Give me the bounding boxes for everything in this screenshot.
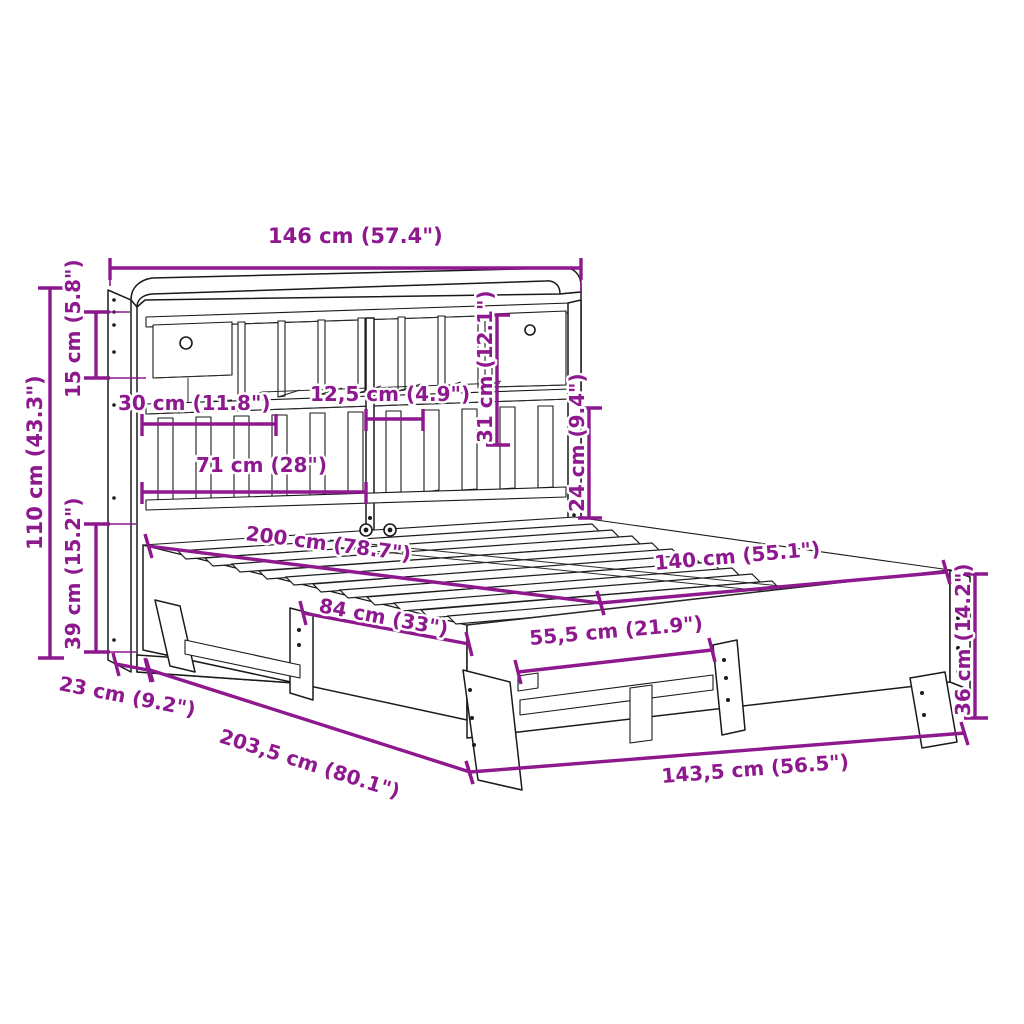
- dim-label-top-shelf-height: 15 cm (5.8"): [61, 259, 85, 398]
- lower-shelf-board: [145, 486, 567, 511]
- bed-right-end-face: [949, 569, 971, 691]
- dimension-lower-compartment-width: 71 cm (28") 71 cm (28"): [140, 451, 368, 504]
- shelf-depth-line: [237, 382, 501, 400]
- lower-divider: [499, 406, 516, 490]
- drawer-knob-icon[interactable]: [179, 336, 193, 350]
- dim-label-bg: 146 cm (57.4"): [268, 224, 443, 248]
- cubby-divider: [317, 319, 326, 396]
- cubby-divider: [397, 316, 406, 392]
- dimension-top-shelf-height: 15 cm (5.8") 15 cm (5.8"): [59, 257, 146, 401]
- headboard-left-side-panel: [107, 289, 132, 673]
- screw-dot: [112, 298, 116, 302]
- bolt-center: [363, 527, 369, 533]
- dimension-headboard-bottom-height: 39 cm (15.2") 39 cm (15.2"): [59, 495, 136, 654]
- drawer-front[interactable]: [152, 321, 233, 379]
- dimension-left-compartment-width: 30 cm (11.8") 30 cm (11.8"): [116, 389, 278, 436]
- dim-label-upper-shelf-depth: 31 cm (12.1"): [473, 291, 497, 444]
- screw-dot: [297, 628, 301, 632]
- cross-brace-post: [629, 684, 653, 744]
- dimension-upper-shelf-depth: 31 cm (12.1") 31 cm (12.1"): [471, 288, 510, 447]
- svg-text:31 cm (12.1"): 31 cm (12.1"): [473, 291, 497, 444]
- dimension-total-height: 110 cm (43.3") 110 cm (43.3"): [21, 286, 64, 660]
- lower-cubby-dividers: [157, 405, 554, 503]
- dim-label-total-height: 110 cm (43.3"): [23, 375, 47, 550]
- dimension-frame-leg-height: 36 cm (14.2") 36 cm (14.2"): [949, 561, 988, 720]
- lower-divider: [537, 405, 554, 489]
- screw-dot: [920, 691, 924, 695]
- dim-label-frame-leg-height: 36 cm (14.2"): [951, 564, 975, 717]
- shelf-depth-line: [437, 381, 462, 390]
- screw-dot: [297, 643, 301, 647]
- dim-label-lower-shelf-height: 24 cm (9.4"): [565, 373, 589, 512]
- svg-text:39 cm (15.2"): 39 cm (15.2"): [61, 498, 85, 651]
- center-support-beam-edge: [334, 546, 804, 596]
- svg-text:12,5 cm (4.9"): 12,5 cm (4.9"): [310, 382, 470, 406]
- bed-leg-front-left: [289, 607, 314, 701]
- screw-dot: [470, 716, 474, 720]
- lower-divider: [157, 417, 174, 503]
- dimension-lower-shelf-height: 24 cm (9.4") 24 cm (9.4"): [563, 371, 602, 520]
- shelf-depth-line: [277, 389, 301, 398]
- dim-label-divider-spacing: 12,5 cm (4.9"): [310, 382, 470, 406]
- headboard-drawer[interactable]: [152, 321, 233, 406]
- cross-brace-foot: [519, 674, 714, 716]
- screw-dot: [572, 513, 576, 517]
- mid-shelf-edge: [145, 398, 571, 415]
- screw-dot: [472, 743, 476, 747]
- cubby-divider: [437, 315, 446, 390]
- svg-text:71 cm (28"): 71 cm (28"): [196, 453, 327, 477]
- dimension-total-width: 143,5 cm (56.5") 143,5 cm (56.5"): [464, 721, 970, 790]
- center-support-beam: [329, 539, 801, 589]
- bed-illustration: [107, 266, 971, 791]
- shelf-depth-line: [397, 383, 422, 392]
- screw-dot: [956, 588, 960, 592]
- right-upper-shelf-cavity: [491, 310, 567, 388]
- bed-leg-mid: [712, 639, 746, 736]
- screw-dot: [112, 323, 116, 327]
- screw-dot: [112, 350, 116, 354]
- dim-label-left-compartment-width: 30 cm (11.8"): [118, 391, 271, 415]
- bolt-center: [387, 527, 393, 533]
- screw-dot: [956, 646, 960, 650]
- dimension-divider-spacing: 12,5 cm (4.9") 12,5 cm (4.9"): [308, 380, 473, 431]
- svg-text:30 cm (11.8"): 30 cm (11.8"): [118, 391, 271, 415]
- bed-leg-right: [909, 671, 958, 749]
- screw-dot: [922, 713, 926, 717]
- svg-text:15 cm (5.8"): 15 cm (5.8"): [61, 259, 85, 398]
- screw-dot: [722, 658, 726, 662]
- dimension-headboard-width: 146 cm (57.4") 146 cm (57.4"): [108, 222, 583, 292]
- cross-brace-left: [184, 639, 301, 679]
- screw-dot: [726, 698, 730, 702]
- cubby-divider: [277, 320, 286, 398]
- right-shelf-knob-icon: [524, 324, 536, 336]
- shelf-depth-line: [317, 387, 343, 396]
- upper-cubby-dividers: [237, 314, 486, 400]
- screw-dot: [956, 616, 960, 620]
- dim-label-total-length: 203,5 cm (80.1"): [216, 724, 402, 803]
- svg-text:110 cm (43.3"): 110 cm (43.3"): [23, 375, 47, 550]
- connector-block: [517, 672, 539, 692]
- drawer-bottom-edge: [152, 374, 233, 379]
- screw-dot: [724, 676, 728, 680]
- dim-label-headboard-bottom-height: 39 cm (15.2"): [61, 498, 85, 651]
- cubby-divider: [237, 321, 246, 400]
- screw-dot: [112, 403, 116, 407]
- screw-dot: [368, 516, 372, 520]
- lower-divider: [385, 410, 402, 494]
- right-shelf-edge: [491, 384, 567, 388]
- dim-label-headboard-width: 146 cm (57.4"): [268, 224, 443, 248]
- svg-text:24 cm (9.4"): 24 cm (9.4"): [565, 373, 589, 512]
- cubby-divider: [357, 317, 366, 394]
- lower-divider: [347, 411, 364, 496]
- lower-divider: [461, 408, 478, 491]
- screw-dot: [468, 688, 472, 692]
- screw-dot: [112, 638, 116, 642]
- screw-dot: [112, 496, 116, 500]
- screw-dot: [956, 670, 960, 674]
- svg-text:36 cm (14.2"): 36 cm (14.2"): [951, 564, 975, 717]
- cubby-divider: [477, 314, 486, 389]
- dim-label-lower-compartment-width: 71 cm (28"): [196, 453, 327, 477]
- lower-divider: [423, 409, 440, 493]
